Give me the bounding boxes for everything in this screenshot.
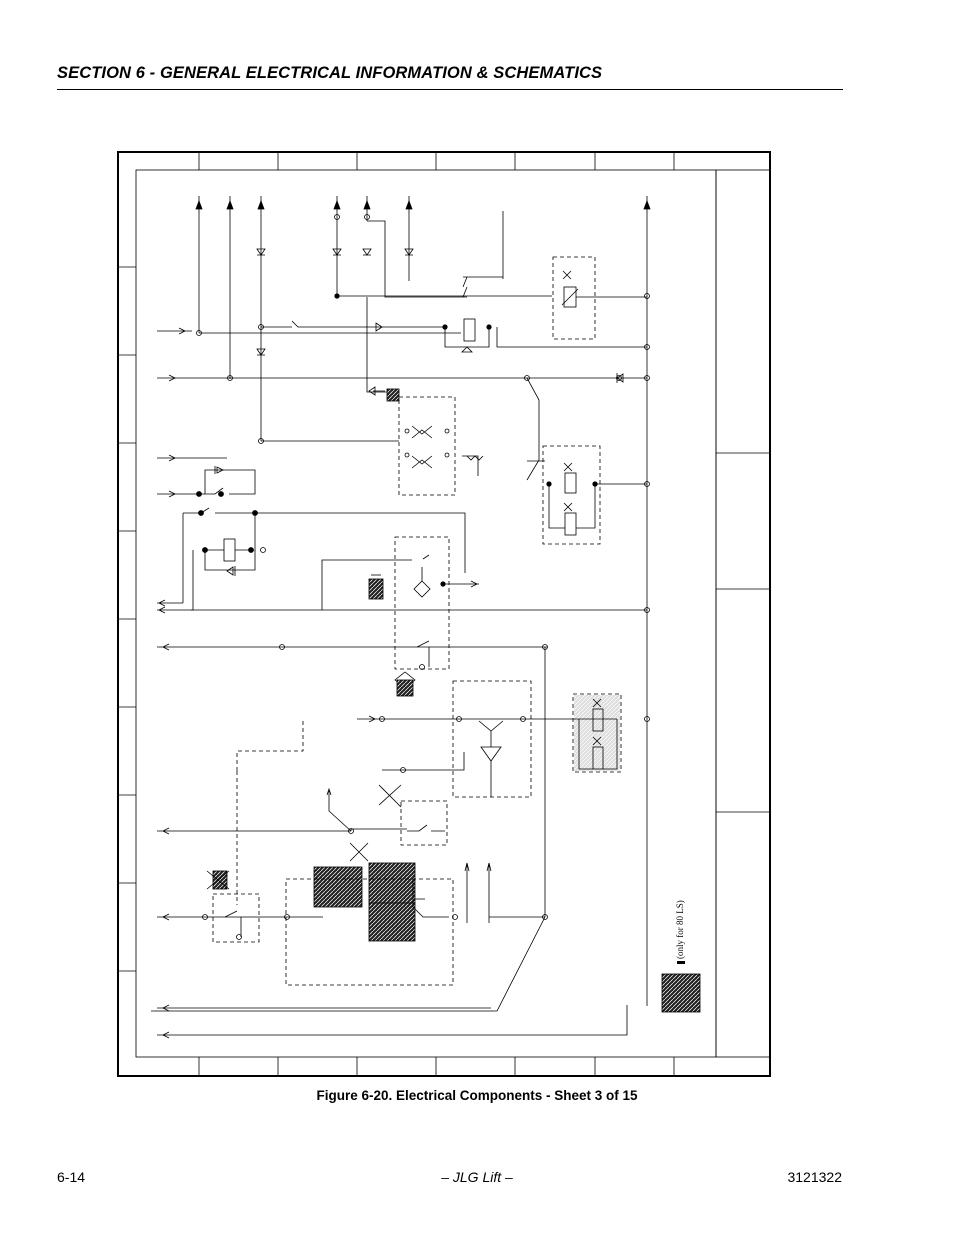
outer-frame (117, 151, 771, 1077)
section-title: SECTION 6 - GENERAL ELECTRICAL INFORMATI… (57, 64, 603, 82)
figure-caption: Figure 6-20. Electrical Components - She… (316, 1088, 638, 1103)
publisher: – JLG Lift – (441, 1169, 513, 1185)
note-text: (only for 80 LS) (675, 900, 685, 959)
grid-ticks (118, 152, 675, 1076)
title-block (715, 169, 771, 1058)
electrical-schematic: (only for 80 LS) (117, 151, 771, 1077)
header-rule (57, 89, 843, 90)
inner-frame (135, 169, 717, 1058)
page-number: 6-14 (57, 1169, 86, 1185)
document-number: 3121322 (787, 1169, 842, 1185)
